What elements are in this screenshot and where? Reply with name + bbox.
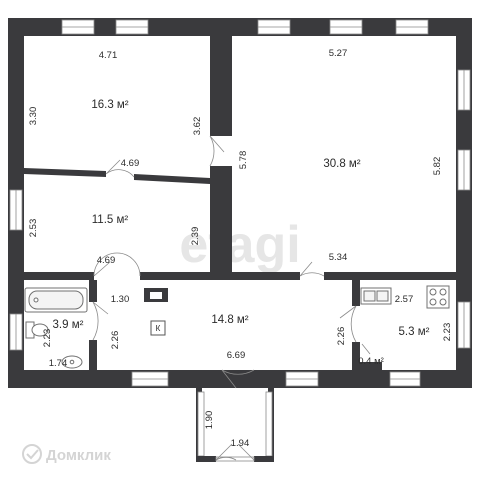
room-top-left-width: 4.71	[99, 50, 118, 61]
porch-height: 1.90	[204, 411, 215, 430]
pantry-area: 0.4 м²	[358, 356, 384, 367]
kitchen-height: 2.23	[442, 323, 453, 342]
kitchen-width: 2.57	[395, 294, 414, 305]
hall-height-right: 2.26	[336, 327, 347, 346]
room-big-height-right: 5.82	[432, 157, 443, 176]
room-big-width-top: 5.27	[329, 48, 348, 59]
room-mid-left-height-left: 2.53	[28, 219, 39, 238]
room-mid-left-width-bottom: 4.69	[97, 255, 116, 266]
stove-icon	[426, 285, 450, 309]
room-top-left-width-bottom: 4.69	[121, 158, 140, 169]
doors	[92, 135, 371, 389]
room-mid-left-height-right: 2.39	[190, 227, 201, 246]
bath-width-bottom: 1.74	[49, 358, 68, 369]
room-big-area: 30.8 м²	[323, 158, 360, 170]
hall-mark: К	[156, 324, 161, 333]
sink-icon	[61, 355, 83, 369]
room-top-left-height-right: 3.62	[192, 117, 203, 136]
interior-walls	[24, 36, 456, 370]
toilet-icon	[25, 321, 49, 339]
room-big-width-bottom: 5.34	[329, 252, 348, 263]
brand-name: Домклик	[46, 447, 111, 464]
room-top-left-height-left: 3.30	[28, 107, 39, 126]
brand-logo-icon	[22, 444, 42, 464]
room-mid-left-area: 11.5 м²	[92, 214, 129, 226]
kitchen-sink-icon	[360, 287, 392, 305]
room-big-height-left: 5.78	[238, 151, 249, 170]
bath-area: 3.9 м²	[53, 319, 84, 331]
bathtub-icon	[24, 287, 88, 313]
hall-height-left: 2.26	[110, 331, 121, 350]
hall-area: 14.8 м²	[211, 314, 248, 326]
bath-width-top: 1.30	[111, 294, 130, 305]
chimney-opening	[150, 292, 162, 299]
porch-width: 1.94	[231, 438, 250, 449]
watermark: etagi	[179, 216, 300, 274]
bath-height: 2.23	[42, 329, 53, 348]
hall-width: 6.69	[227, 350, 246, 361]
fireplace-marker: К	[150, 320, 166, 336]
windows	[9, 19, 471, 387]
kitchen-area: 5.3 м²	[399, 326, 430, 338]
porch	[196, 388, 274, 462]
room-top-left-area: 16.3 м²	[91, 99, 128, 111]
